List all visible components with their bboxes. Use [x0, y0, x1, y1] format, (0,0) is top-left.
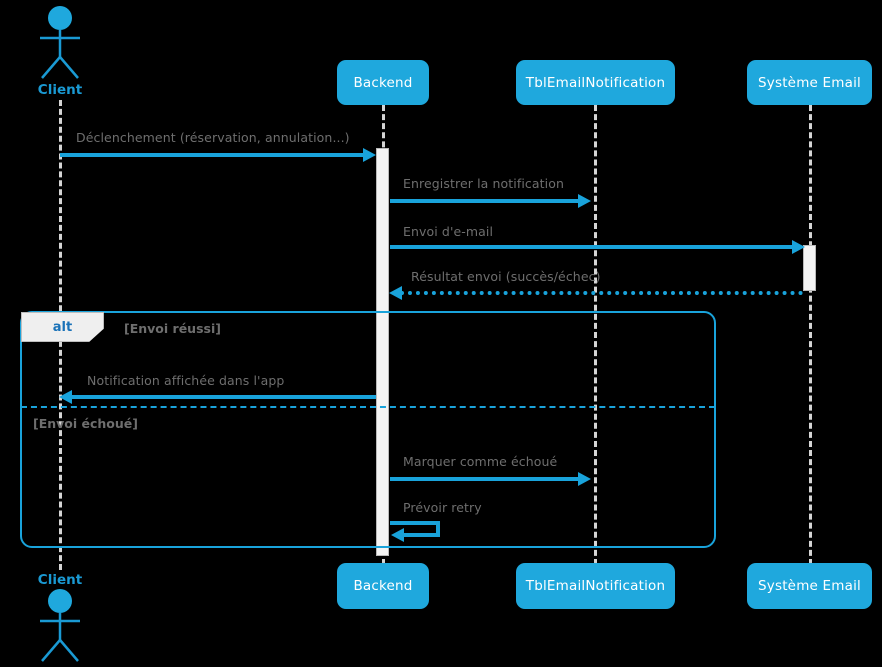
alt-fragment-frame [20, 311, 716, 548]
activation-bar-backend [376, 148, 389, 556]
activation-bar-systeme-email [803, 245, 816, 291]
message-label-marquer-echoue: Marquer comme échoué [403, 454, 558, 469]
message-line-notification-affichee [70, 395, 376, 399]
message-line-resultat-envoi [400, 291, 803, 295]
alt-fragment-operator-tab: alt [21, 312, 104, 342]
message-line-enregistrer-notification [390, 199, 580, 203]
participant-backend-top[interactable]: Backend [337, 60, 429, 105]
lifeline-systeme-email [809, 105, 812, 565]
message-line-envoi-email [390, 245, 795, 249]
message-label-prevoir-retry: Prévoir retry [403, 500, 482, 515]
participant-systeme-email-top[interactable]: Système Email [747, 60, 872, 105]
message-line-marquer-echoue [390, 477, 580, 481]
self-message-arrowhead [391, 528, 404, 542]
message-line-declenchement [60, 153, 365, 157]
participant-tblemailnotification-label-bottom: TblEmailNotification [525, 578, 666, 594]
lifeline-tblemailnotification [594, 105, 597, 565]
participant-backend-label-bottom: Backend [353, 578, 413, 594]
actor-client-figure-bottom [40, 589, 80, 662]
actor-client-label-top: Client [37, 82, 83, 98]
message-label-resultat-envoi: Résultat envoi (succès/échec) [411, 269, 601, 284]
message-label-enregistrer-notification: Enregistrer la notification [403, 176, 564, 191]
participant-backend-label-top: Backend [353, 74, 413, 91]
participant-systeme-email-label-top: Système Email [758, 74, 861, 91]
participant-tblemailnotification-top[interactable]: TblEmailNotification [516, 60, 675, 105]
self-message-segment-bottom [402, 533, 440, 537]
participant-systeme-email-bottom[interactable]: Système Email [747, 563, 872, 609]
actor-client-figure-top [40, 6, 80, 79]
self-message-segment-right [436, 521, 440, 537]
participant-tblemailnotification-bottom[interactable]: TblEmailNotification [516, 563, 675, 609]
participant-backend-bottom[interactable]: Backend [337, 563, 429, 609]
message-arrowhead-envoi-email [792, 240, 805, 254]
self-message-segment-top [390, 521, 440, 525]
alt-fragment-divider [21, 406, 715, 408]
message-arrowhead-declenchement [363, 148, 376, 162]
message-arrowhead-marquer-echoue [578, 472, 591, 486]
alt-fragment-condition-1: [Envoi réussi] [124, 321, 221, 336]
message-arrowhead-enregistrer-notification [578, 194, 591, 208]
message-label-notification-affichee: Notification affichée dans l'app [87, 373, 285, 388]
participant-systeme-email-label-bottom: Système Email [758, 578, 861, 594]
message-arrowhead-resultat-envoi [389, 286, 402, 300]
alt-fragment-condition-2: [Envoi échoué] [33, 416, 138, 431]
participant-tblemailnotification-label-top: TblEmailNotification [525, 74, 666, 91]
message-arrowhead-notification-affichee [59, 390, 72, 404]
actor-client-label-bottom: Client [37, 572, 83, 588]
alt-fragment-operator-label: alt [52, 319, 73, 335]
message-label-envoi-email: Envoi d'e-mail [403, 224, 494, 239]
message-label-declenchement: Déclenchement (réservation, annulation..… [76, 130, 350, 145]
